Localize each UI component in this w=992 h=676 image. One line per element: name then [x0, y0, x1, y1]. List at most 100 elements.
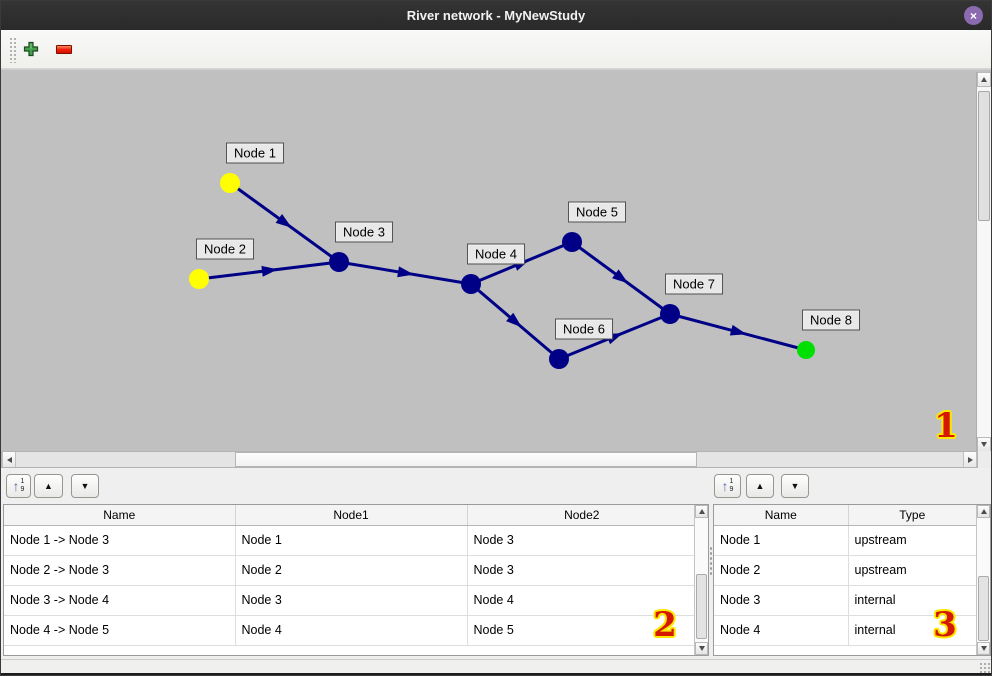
column-header[interactable]: Node1: [235, 505, 468, 526]
canvas-vertical-scrollbar[interactable]: [976, 72, 991, 452]
nodes-move-up-button[interactable]: ▲: [746, 474, 774, 498]
table-cell[interactable]: internal: [848, 585, 976, 616]
table-cell[interactable]: Node 1: [235, 525, 468, 556]
nodes-sort-button[interactable]: ↑ 1 9: [714, 474, 741, 498]
scroll-up-button[interactable]: [977, 72, 991, 87]
table-cell[interactable]: Node 3: [714, 585, 849, 616]
right-arrow-icon: [967, 456, 973, 463]
canvas-horizontal-scrollbar[interactable]: [1, 451, 978, 468]
node-label[interactable]: Node 8: [802, 309, 860, 331]
table-cell[interactable]: Node 2: [714, 555, 849, 586]
annotation-2: 2: [653, 605, 677, 645]
river-node-node-4[interactable]: [461, 274, 481, 294]
column-header[interactable]: Node2: [467, 505, 696, 526]
scrollbar-thumb[interactable]: [978, 91, 990, 221]
annotation-1: 1: [934, 406, 958, 446]
table-cell[interactable]: Node 4: [235, 615, 468, 646]
network-canvas[interactable]: Node 1 Node 2 Node 3 Node 4 Node 5 Node 6 Node…: [1, 69, 991, 452]
table-cell[interactable]: Node 5: [467, 615, 696, 646]
edges-table-scrollbar[interactable]: [694, 505, 708, 655]
column-header[interactable]: Name: [4, 505, 236, 526]
close-icon: ×: [969, 8, 977, 23]
river-node-node-1[interactable]: [220, 173, 240, 193]
network-svg: [189, 173, 815, 369]
node-label[interactable]: Node 2: [196, 238, 254, 260]
scrollbar-thumb[interactable]: [696, 574, 707, 639]
scroll-right-button[interactable]: [963, 452, 977, 467]
table-cell[interactable]: Node 4: [467, 585, 696, 616]
edge-arrow-icon: [612, 269, 629, 284]
river-node-node-7[interactable]: [660, 304, 680, 324]
annotation-3: 3: [933, 605, 957, 645]
river-node-node-3[interactable]: [329, 252, 349, 272]
add-button[interactable]: [23, 41, 39, 62]
river-node-node-8[interactable]: [797, 341, 815, 359]
edges-move-down-button[interactable]: ▼: [71, 474, 99, 498]
scroll-down-button[interactable]: [977, 642, 990, 655]
up-triangle-icon: ▲: [44, 480, 53, 491]
node-label[interactable]: Node 3: [335, 221, 393, 243]
sort-digits: 1 9: [21, 478, 25, 493]
sort-icon: ↑: [721, 478, 729, 494]
node-label[interactable]: Node 1: [226, 142, 284, 164]
node-label[interactable]: Node 6: [555, 318, 613, 340]
down-triangle-icon: ▼: [80, 480, 90, 491]
nodes-table-scrollbar[interactable]: [976, 505, 990, 655]
table-cell[interactable]: Node 1: [714, 525, 849, 556]
down-arrow-icon: [981, 442, 987, 447]
scrollbar-thumb[interactable]: [235, 452, 697, 467]
table-cell[interactable]: Node 2: [235, 555, 468, 586]
column-header[interactable]: Name: [714, 505, 849, 526]
panel-splitter[interactable]: [709, 546, 714, 576]
table-cell[interactable]: Node 4 -> Node 5: [4, 615, 236, 646]
node-label[interactable]: Node 7: [665, 273, 723, 295]
sort-icon: ↑: [12, 478, 20, 494]
table-cell[interactable]: Node 2 -> Node 3: [4, 555, 236, 586]
table-cell[interactable]: Node 1 -> Node 3: [4, 525, 236, 556]
nodes-move-down-button[interactable]: ▼: [781, 474, 809, 498]
sort-digits: 1 9: [730, 478, 734, 493]
down-triangle-icon: ▼: [790, 480, 800, 491]
titlebar: River network - MyNewStudy ×: [1, 1, 991, 30]
node-label[interactable]: Node 5: [568, 201, 626, 223]
river-node-node-5[interactable]: [562, 232, 582, 252]
table-cell[interactable]: upstream: [848, 525, 976, 556]
table-cell[interactable]: Node 3: [467, 525, 696, 556]
sort-digit-bottom: 9: [729, 486, 734, 493]
table-cell[interactable]: Node 3 -> Node 4: [4, 585, 236, 616]
edge-arrow-icon: [729, 324, 747, 336]
node-label[interactable]: Node 4: [467, 243, 525, 265]
remove-button[interactable]: [56, 45, 72, 54]
toolbar-drag-handle[interactable]: [9, 37, 16, 63]
table-cell[interactable]: internal: [848, 615, 976, 646]
left-arrow-icon: [6, 456, 12, 463]
scroll-left-button[interactable]: [2, 452, 16, 467]
edges-move-up-button[interactable]: ▲: [34, 474, 63, 498]
table-cell[interactable]: Node 3: [235, 585, 468, 616]
status-bar: [1, 659, 991, 673]
window-resize-grip[interactable]: [979, 662, 991, 673]
table-cell[interactable]: Node 4: [714, 615, 849, 646]
down-arrow-icon: [980, 646, 987, 651]
column-header[interactable]: Type: [848, 505, 976, 526]
scroll-up-button[interactable]: [695, 505, 708, 518]
scroll-down-button[interactable]: [977, 437, 991, 452]
scroll-down-button[interactable]: [695, 642, 708, 655]
edges-sort-button[interactable]: ↑ 1 9: [6, 474, 31, 498]
scrollbar-thumb[interactable]: [978, 576, 989, 641]
close-button[interactable]: ×: [964, 6, 983, 25]
river-node-node-2[interactable]: [189, 269, 209, 289]
table-cell[interactable]: upstream: [848, 555, 976, 586]
river-node-node-6[interactable]: [549, 349, 569, 369]
table-cell[interactable]: Node 3: [467, 555, 696, 586]
scroll-up-button[interactable]: [977, 505, 990, 518]
